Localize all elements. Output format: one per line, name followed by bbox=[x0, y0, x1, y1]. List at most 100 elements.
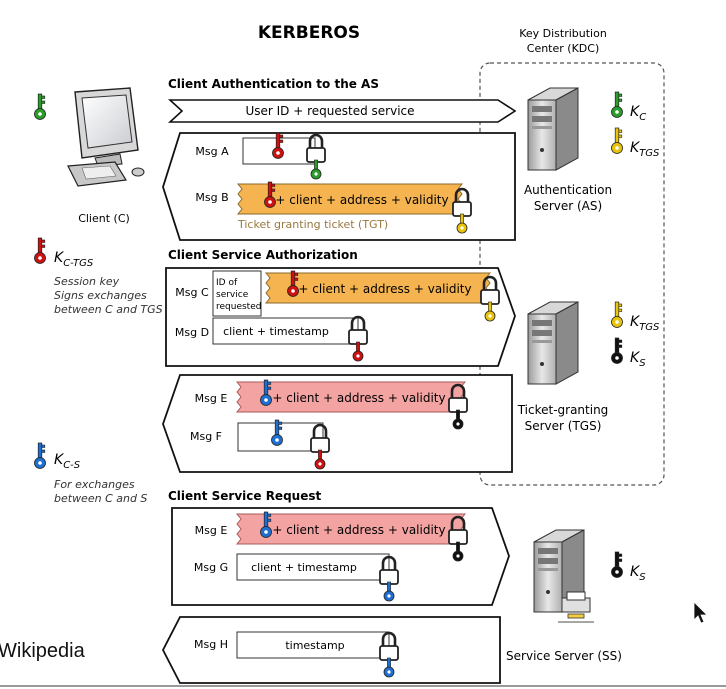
ktgs-label-tgs: KTGS bbox=[630, 314, 660, 333]
kc-sub: C bbox=[639, 112, 646, 123]
ktgs-key-icon-as bbox=[611, 127, 623, 154]
keys-and-locks bbox=[34, 91, 623, 678]
ks-label-tgs: KS bbox=[630, 350, 646, 369]
msg-f-padlock-icon bbox=[310, 423, 330, 470]
server-icon-as bbox=[527, 87, 579, 171]
ks-k-ss: K bbox=[630, 564, 641, 580]
as-label-1: Authentication bbox=[524, 183, 612, 197]
session-desc-1: Session key bbox=[54, 275, 120, 288]
msg-d-label: Msg D bbox=[175, 326, 209, 339]
request-arrow-text: User ID + requested service bbox=[245, 104, 414, 118]
msg-h-box bbox=[236, 631, 390, 659]
ks-key-icon-tgs bbox=[611, 337, 623, 364]
cs-key-k: K bbox=[54, 452, 65, 468]
session-key-k: K bbox=[54, 250, 65, 266]
msg-c-tgt-key-icon bbox=[287, 270, 299, 297]
session-key-label: KC-TGS bbox=[54, 250, 94, 269]
msg-a-padlock-icon bbox=[306, 133, 326, 180]
msg-f-key-icon bbox=[271, 419, 283, 446]
msg-h-padlock-icon bbox=[379, 631, 399, 678]
ktgs-k-tgs: K bbox=[630, 314, 641, 330]
ss-label: Service Server (SS) bbox=[506, 649, 622, 663]
ks-key-icon-ss bbox=[611, 551, 623, 578]
session-desc-3: between C and TGS bbox=[54, 303, 163, 316]
mouse-cursor-icon bbox=[693, 601, 708, 624]
msg-e1-padlock-icon-key-icon bbox=[452, 409, 464, 430]
section-ss: Client Service Request bbox=[168, 489, 321, 503]
printer-icon bbox=[558, 591, 594, 623]
msg-f-padlock-icon-key-icon bbox=[314, 449, 326, 470]
msg-e2-label: Msg E bbox=[195, 524, 228, 537]
ks-label-ss: KS bbox=[630, 564, 646, 583]
msg-e2-padlock-icon bbox=[448, 515, 468, 562]
ktgs-key-icon-tgs bbox=[611, 301, 623, 328]
msg-b-padlock-icon bbox=[452, 187, 472, 234]
session-key-sub: C-TGS bbox=[63, 258, 94, 269]
client-label: Client (C) bbox=[78, 212, 130, 225]
msg-g-label: Msg G bbox=[194, 561, 228, 574]
kc-k: K bbox=[630, 104, 641, 120]
tgs-label-1: Ticket-granting bbox=[517, 403, 609, 417]
service-id-line2: service bbox=[216, 290, 249, 300]
tgs-label-2: Server (TGS) bbox=[525, 419, 602, 433]
as-label-2: Server (AS) bbox=[534, 199, 602, 213]
wikipedia-watermark: Wikipedia bbox=[0, 640, 85, 662]
ktgs-k-as: K bbox=[630, 140, 641, 156]
cs-key-sub: C-S bbox=[63, 460, 81, 471]
ks-sub-ss: S bbox=[639, 572, 646, 583]
msg-h-label: Msg H bbox=[194, 638, 228, 651]
msg-b-label: Msg B bbox=[195, 191, 228, 204]
msg-g-box bbox=[236, 553, 390, 581]
msg-b-padlock-icon-key-icon bbox=[456, 213, 468, 234]
ktgs-sub-tgs: TGS bbox=[639, 322, 660, 333]
msg-b-tgt-key-icon bbox=[264, 181, 276, 208]
kdc-region bbox=[479, 62, 665, 486]
msg-e1-label: Msg E bbox=[195, 392, 228, 405]
msg-a-label: Msg A bbox=[195, 145, 229, 158]
msg-c-padlock-icon-key-icon bbox=[484, 301, 496, 322]
request-arrow bbox=[167, 99, 517, 123]
msg-c-padlock-icon bbox=[480, 275, 500, 322]
section-as: Client Authentication to the AS bbox=[168, 77, 379, 91]
kc-label: KC bbox=[630, 104, 646, 123]
ktgs-label-as: KTGS bbox=[630, 140, 660, 159]
msg-g-padlock-icon bbox=[379, 555, 399, 602]
service-id-line3: requested bbox=[216, 302, 261, 312]
ks-sub-tgs: S bbox=[639, 358, 646, 369]
cs-key-label: KC-S bbox=[54, 452, 81, 471]
service-id-box bbox=[212, 270, 262, 317]
msg-h-padlock-icon-key-icon bbox=[383, 657, 395, 678]
msg-e1-padlock-icon bbox=[448, 383, 468, 430]
msg-a-padlock-icon-key-icon bbox=[310, 159, 322, 180]
tgt-ticket-text: + client + address + validity bbox=[275, 193, 448, 207]
ktgs-sub-as: TGS bbox=[639, 148, 660, 159]
server-icon-tgs bbox=[527, 301, 579, 385]
kdc-label-line2: Center (KDC) bbox=[527, 42, 599, 55]
client-key-icon-green bbox=[34, 93, 46, 120]
cs-key-icon-blue bbox=[34, 442, 46, 469]
diagram-title: KERBEROS bbox=[258, 23, 360, 43]
service-ticket-e2-text: + client + address + validity bbox=[272, 523, 445, 537]
msg-d-padlock-icon-key-icon bbox=[352, 341, 364, 362]
session-key-icon-red bbox=[34, 237, 46, 264]
tgt-label: Ticket granting ticket (TGT) bbox=[237, 218, 388, 231]
kdc-label-line1: Key Distribution bbox=[519, 27, 607, 40]
msg-c-label: Msg C bbox=[175, 286, 209, 299]
session-desc-2: Signs exchanges bbox=[54, 289, 147, 302]
msg-e2-padlock-icon-key-icon bbox=[452, 541, 464, 562]
msg-d-text: client + timestamp bbox=[223, 325, 329, 338]
msg-g-padlock-icon-key-icon bbox=[383, 581, 395, 602]
msg-d-padlock-icon bbox=[348, 315, 368, 362]
tgt-ticket-msg-c-text: + client + address + validity bbox=[298, 282, 471, 296]
msg-a-session-key-icon bbox=[272, 132, 284, 159]
ks-k-tgs: K bbox=[630, 350, 641, 366]
msg-e1-key-icon bbox=[260, 379, 272, 406]
kc-key-icon bbox=[611, 91, 623, 118]
service-id-line1: ID of bbox=[216, 278, 238, 288]
msg-e2-key-icon bbox=[260, 511, 272, 538]
msg-h-text: timestamp bbox=[285, 639, 344, 652]
msg-g-text: client + timestamp bbox=[251, 561, 357, 574]
computer-icon bbox=[67, 87, 145, 187]
msg-f-label: Msg F bbox=[190, 430, 222, 443]
